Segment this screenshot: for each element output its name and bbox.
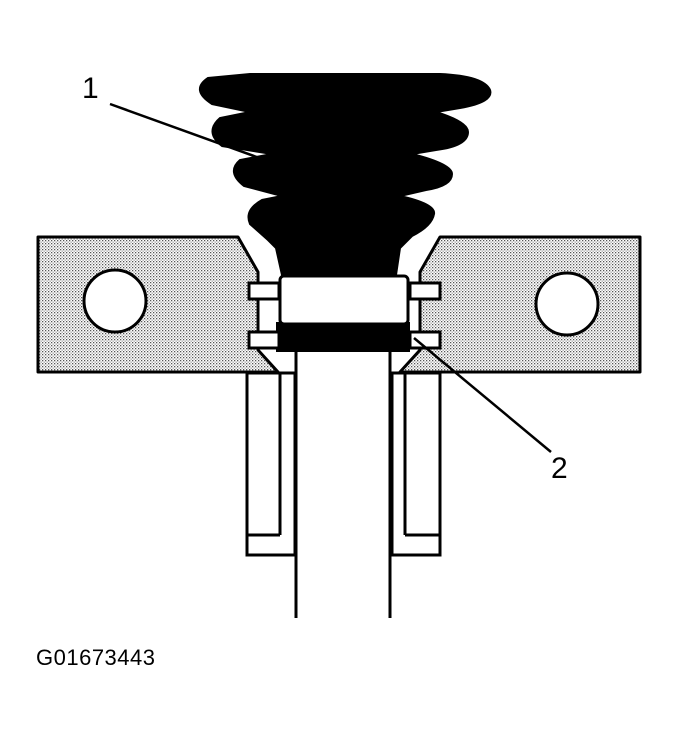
callout-2: 2 — [551, 452, 568, 485]
bracket-plate — [36, 235, 642, 374]
tube-wall-right — [390, 371, 442, 557]
seal-ring-upper-right — [408, 281, 442, 301]
seal-ring-upper-left — [247, 281, 281, 301]
bushing-sleeve — [278, 274, 410, 326]
callout-1: 1 — [82, 72, 99, 105]
mounting-hole-left — [82, 268, 148, 334]
figure-id: G01673443 — [36, 645, 156, 670]
rubber-boot — [199, 73, 492, 276]
leader-line-2 — [413, 337, 552, 453]
seal-ring-lower-left — [247, 330, 281, 350]
boot-lower-ring — [276, 322, 410, 352]
mounting-hole-right — [534, 271, 600, 337]
leader-line-1 — [109, 102, 266, 162]
tube-wall-left — [245, 371, 297, 557]
